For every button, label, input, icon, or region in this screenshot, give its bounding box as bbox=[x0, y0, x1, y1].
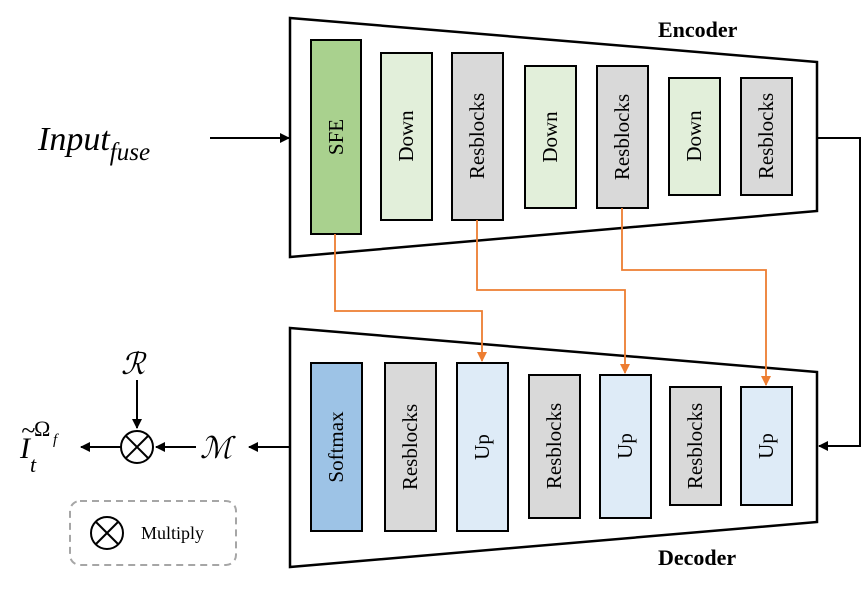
decoder-block-label: Up bbox=[754, 433, 778, 459]
fusion-map-label: ℳ bbox=[200, 432, 236, 465]
encoder-block-label: SFE bbox=[324, 119, 348, 155]
output-label-superscript-sub: f bbox=[53, 432, 59, 448]
decoder-block-up: Up bbox=[456, 362, 509, 532]
encoder-block-resblocks: Resblocks bbox=[451, 52, 504, 221]
input-label: Inputfuse bbox=[37, 121, 150, 166]
decoder-block-resblocks: Resblocks bbox=[669, 386, 722, 506]
decoder-block-label: Resblocks bbox=[398, 404, 422, 490]
output-label-tilde: ~ bbox=[21, 416, 35, 445]
output-label-base: I bbox=[19, 432, 32, 465]
decoder-block-label: Up bbox=[613, 433, 637, 459]
encoder-block-label: Down bbox=[538, 111, 562, 163]
output-label: ~ I t Ω f bbox=[19, 416, 59, 477]
decoder-block-up: Up bbox=[740, 386, 793, 506]
decoder-block-label: Resblocks bbox=[683, 403, 707, 489]
encoder-title: Encoder bbox=[658, 17, 738, 42]
skip-connection-arrow bbox=[621, 208, 771, 386]
reference-label: ℛ bbox=[121, 348, 147, 381]
decoder-block-label: Up bbox=[470, 434, 494, 460]
encoder-block-sfe: SFE bbox=[310, 39, 362, 235]
bottleneck-arrow bbox=[817, 137, 861, 451]
decoder-block-resblocks: Resblocks bbox=[384, 362, 437, 532]
legend-label: Multiply bbox=[141, 523, 204, 543]
encoder-block-label: Down bbox=[682, 110, 706, 162]
encoder-block-label: Resblocks bbox=[754, 93, 778, 179]
decoder-title: Decoder bbox=[658, 545, 736, 570]
skip-connection-arrow bbox=[476, 220, 630, 374]
decoder-block-label: Resblocks bbox=[542, 403, 566, 489]
input-label-base: Input bbox=[37, 121, 111, 158]
encoder-block-label: Resblocks bbox=[610, 94, 634, 180]
encoder-block-resblocks: Resblocks bbox=[740, 77, 793, 196]
legend: Multiply bbox=[69, 500, 237, 566]
input-label-subscript: fuse bbox=[110, 139, 150, 166]
decoder-block-softmax: Softmax bbox=[310, 362, 363, 532]
encoder-block-label: Resblocks bbox=[465, 93, 489, 179]
multiply-icon bbox=[90, 516, 124, 550]
multiply-icon bbox=[120, 430, 154, 464]
encoder-block-down: Down bbox=[668, 77, 721, 196]
encoder-block-down: Down bbox=[524, 65, 577, 209]
encoder-block-down: Down bbox=[380, 52, 433, 221]
decoder-block-up: Up bbox=[599, 374, 652, 519]
decoder-block-resblocks: Resblocks bbox=[528, 374, 581, 519]
output-label-superscript: Ω bbox=[34, 416, 50, 441]
encoder-block-resblocks: Resblocks bbox=[596, 65, 649, 209]
encoder-block-label: Down bbox=[394, 110, 418, 162]
skip-connection-arrow bbox=[334, 234, 487, 362]
decoder-block-label: Softmax bbox=[324, 411, 348, 483]
output-label-subscript: t bbox=[30, 452, 37, 477]
